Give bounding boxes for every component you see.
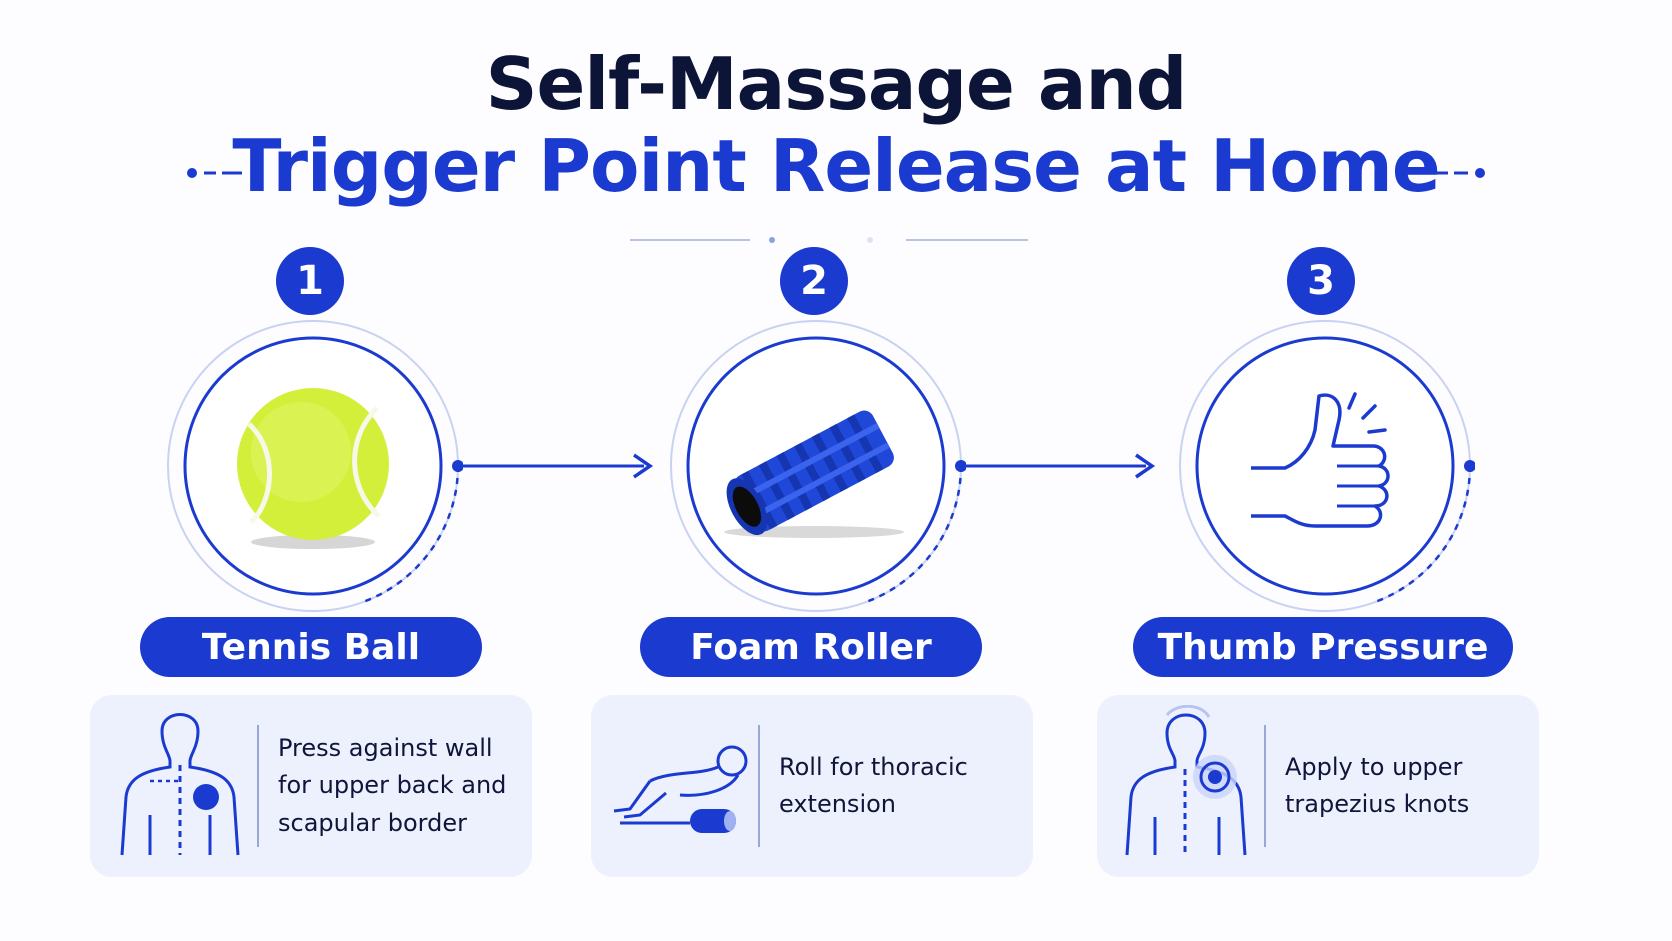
flow-arrow-1-to-2 bbox=[462, 453, 654, 479]
title-underline-decoration bbox=[630, 237, 1028, 243]
step-1-card-divider bbox=[257, 725, 259, 847]
step-1-number-badge: 1 bbox=[276, 247, 344, 315]
step-3-number-badge: 3 bbox=[1287, 247, 1355, 315]
trapezius-figure-icon bbox=[1125, 705, 1247, 856]
tennis-ball-icon bbox=[237, 388, 389, 549]
title-line-1: Self-Massage and bbox=[485, 42, 1188, 126]
thoracic-roll-figure-icon bbox=[613, 745, 748, 833]
step-1-card: Press against wall for upper back and sc… bbox=[90, 695, 532, 877]
step-3-label-pill: Thumb Pressure bbox=[1133, 617, 1513, 677]
step-2-card: Roll for thoracic extension bbox=[591, 695, 1033, 877]
thumbs-up-icon bbox=[1251, 392, 1390, 528]
step-3-icon-ring bbox=[1175, 316, 1476, 616]
step-2-label-pill: Foam Roller bbox=[640, 617, 982, 677]
title-right-decoration bbox=[1432, 168, 1485, 178]
step-1-label-pill: Tennis Ball bbox=[140, 617, 482, 677]
step-3-card: Apply to upper trapezius knots bbox=[1097, 695, 1539, 877]
step-2-number-badge: 2 bbox=[780, 247, 848, 315]
upper-back-figure-icon bbox=[120, 713, 240, 856]
foam-roller-icon bbox=[724, 410, 904, 538]
step-3-description: Apply to upper trapezius knots bbox=[1285, 752, 1470, 818]
step-2-icon-ring bbox=[666, 316, 967, 616]
step-2-description: Roll for thoracic extension bbox=[779, 752, 968, 818]
title-left-decoration bbox=[187, 168, 242, 178]
step-2-card-divider bbox=[758, 725, 760, 847]
step-1-description: Press against wall for upper back and sc… bbox=[278, 734, 507, 837]
flow-arrow-2-to-3 bbox=[964, 453, 1156, 479]
step-1-icon-ring bbox=[163, 316, 464, 616]
step-3-card-divider bbox=[1264, 725, 1266, 847]
title-line-2: Trigger Point Release at Home bbox=[232, 124, 1440, 208]
